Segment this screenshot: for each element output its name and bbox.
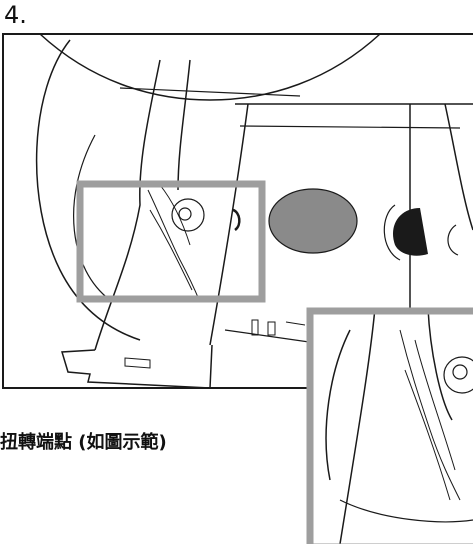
highlight-box [76, 180, 266, 303]
zoom-screw-inner [452, 364, 468, 380]
zoom-screw-outer [443, 356, 473, 394]
right-screw [447, 224, 459, 256]
screw-inner [178, 207, 192, 221]
zoom-base [339, 499, 473, 523]
caption: 扭轉端點 (如圖示範) [0, 432, 167, 453]
zoom-inset-bg [307, 308, 473, 544]
disc-outline [35, 39, 141, 341]
strip-notch [124, 357, 151, 369]
strip-bottom-tab [61, 344, 213, 389]
zoom-strip-right [427, 307, 453, 421]
top-body-edge [119, 87, 301, 97]
zoom-disc [325, 329, 351, 481]
screw-outer [171, 198, 205, 232]
strip-right-edge-lower [209, 103, 249, 346]
strip-right-edge [177, 59, 191, 191]
connector-bits [251, 319, 306, 336]
zoom-strip-left [339, 307, 376, 544]
housing-lower [239, 125, 461, 129]
disc-inner [73, 134, 111, 301]
zoom-twist [399, 329, 461, 501]
top-body [39, 33, 381, 101]
main-frame [2, 33, 473, 389]
right-hole-rim [383, 204, 401, 261]
twist-end [147, 184, 201, 303]
zoom-inset-content [325, 307, 473, 544]
strip-left-edge [94, 59, 161, 351]
step-number: 4. [4, 1, 27, 29]
zoom-inset-frame [306, 307, 473, 544]
small-dark-mark [232, 208, 241, 232]
grey-oval-pad [268, 188, 358, 254]
